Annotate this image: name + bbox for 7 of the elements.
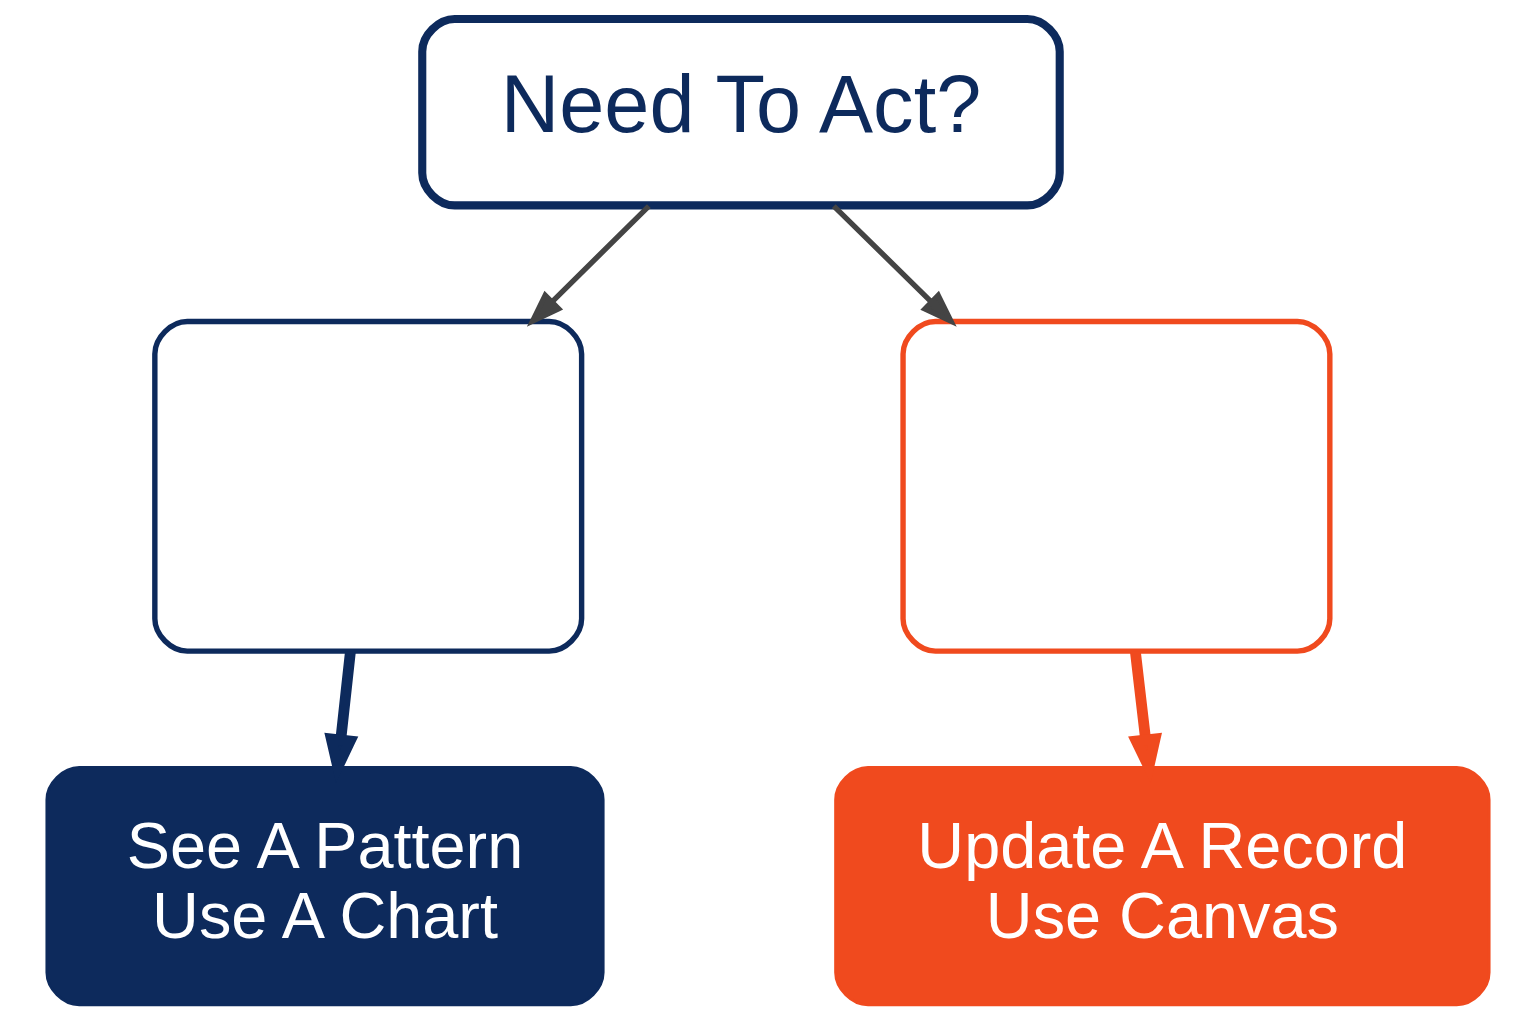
node-box <box>152 318 585 654</box>
arrow <box>831 204 957 327</box>
arrow <box>526 204 651 327</box>
node-box: Update A Record Use Canvas <box>834 765 1491 1007</box>
node-box: See A Pattern Use A Chart <box>45 765 605 1007</box>
node-box: Need To Act? <box>418 15 1064 210</box>
node-box <box>900 318 1333 654</box>
